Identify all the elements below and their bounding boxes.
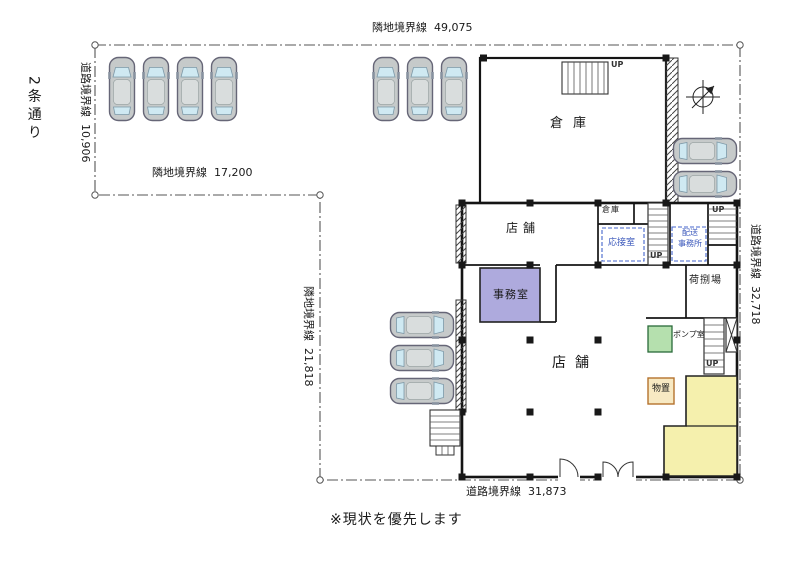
room-delivery-office-label-line2: 事務所 <box>678 239 702 248</box>
warehouse-building <box>478 54 679 205</box>
structural-columns <box>458 199 741 481</box>
stair-up-label: UP <box>712 205 725 214</box>
stairs-north-east <box>708 208 737 240</box>
pump-room <box>647 325 673 353</box>
room-warehouse-small-label: 倉庫 <box>602 205 620 214</box>
boundary-corner-marker <box>316 476 324 484</box>
stair-up-label: UP <box>650 251 663 260</box>
boundary-left-road-label: 道路境界線 10,906 <box>79 62 92 163</box>
parking-north-west <box>107 56 239 122</box>
room-storage-label: 物置 <box>652 384 671 394</box>
parking-north-center <box>371 56 469 122</box>
room-shop-upper-label: 店舗 <box>506 221 541 235</box>
boundary-corner-marker <box>91 191 99 199</box>
stairs-south-east <box>703 317 725 375</box>
office-room <box>479 267 541 323</box>
boundary-bottom-label: 道路境界線 31,873 <box>466 485 567 498</box>
boundary-left-label: 隣地境界線 21,818 <box>302 286 315 387</box>
stairs-north <box>647 202 669 266</box>
main-building <box>455 199 741 481</box>
street-name-label: 2条通り <box>25 76 42 143</box>
parking-west-center <box>389 310 455 406</box>
reception-room <box>601 227 645 262</box>
boundary-corner-marker <box>91 41 99 49</box>
stair-up-label: UP <box>706 359 719 368</box>
delivery-office-room <box>671 226 707 262</box>
entrance-doors <box>558 458 636 481</box>
boundary-corner-marker <box>316 191 324 199</box>
hatched-wall <box>455 204 467 264</box>
north-arrow-icon <box>686 80 720 114</box>
room-warehouse-upper-label: 倉庫 <box>550 116 597 131</box>
note-label: ※現状を優先します <box>330 512 463 528</box>
room-reception-label: 応接室 <box>608 238 636 248</box>
room-pump-room-label: ポンプ室 <box>673 330 705 339</box>
storage-room <box>647 377 675 405</box>
boundary-top-label: 隣地境界線 49,075 <box>372 21 473 34</box>
boundary-corner-marker <box>736 41 744 49</box>
exterior-stairs <box>429 409 461 456</box>
room-shop-main-label: 店舗 <box>552 355 598 371</box>
hatched-wall <box>455 299 467 413</box>
site-boundary <box>91 41 744 484</box>
room-loading-area-label: 荷捌場 <box>689 275 722 286</box>
boundary-right-label: 道路境界線 32,718 <box>749 224 762 325</box>
elevator-shaft <box>725 317 738 353</box>
room-delivery-office-label-line1: 配送 <box>682 228 698 237</box>
warehouse-stairs <box>561 61 609 95</box>
boundary-mid-label: 隣地境界線 17,200 <box>152 166 253 179</box>
room-office-label: 事務室 <box>493 288 529 301</box>
stair-up-label: UP <box>611 60 624 69</box>
parking-east <box>672 136 738 199</box>
